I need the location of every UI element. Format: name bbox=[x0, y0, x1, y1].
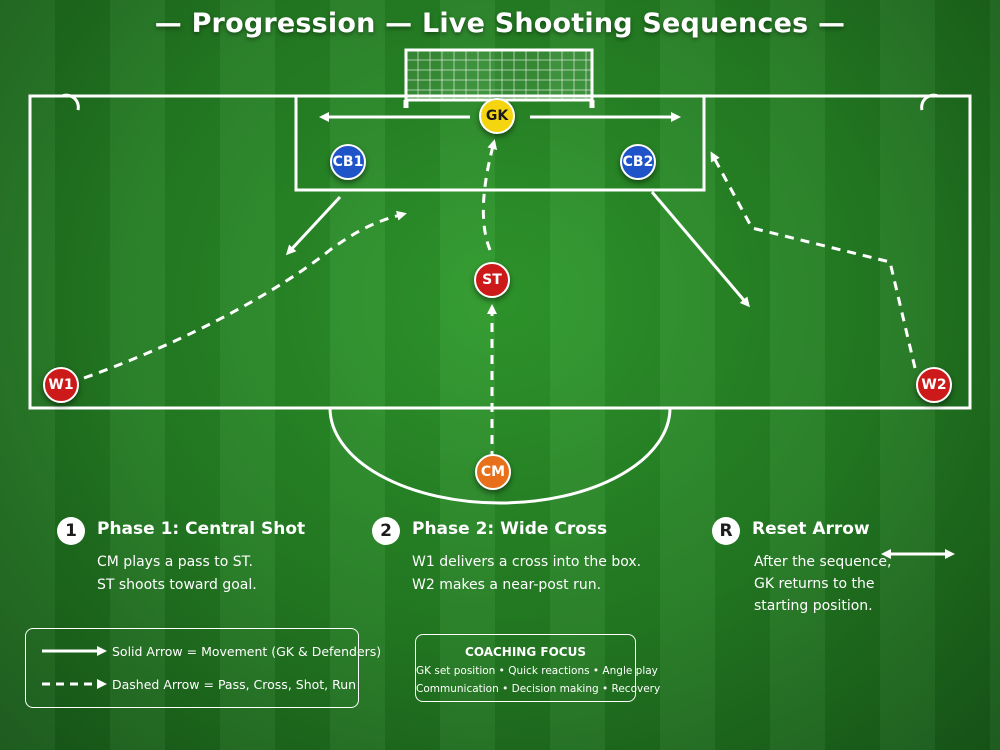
coaching-focus-box: COACHING FOCUS GK set position • Quick r… bbox=[415, 634, 661, 702]
phase-2-line-2: W2 makes a near-post run. bbox=[412, 577, 602, 593]
reset-line-3: starting position. bbox=[754, 598, 873, 614]
phase-2-number: 2 bbox=[372, 517, 400, 545]
dashed-arrows bbox=[83, 139, 917, 460]
page-title: — Progression — Live Shooting Sequences … bbox=[154, 8, 846, 39]
player-cm: CM bbox=[475, 454, 511, 490]
coaching-focus-line-2: Communication • Decision making • Recove… bbox=[416, 683, 661, 695]
goal bbox=[403, 48, 595, 108]
legend-solid: Solid Arrow = Movement (GK & Defenders) bbox=[112, 644, 382, 659]
player-gk: GK bbox=[479, 98, 515, 134]
reset-line-2: GK returns to the bbox=[754, 576, 875, 592]
reset-line-1: After the sequence, bbox=[754, 554, 892, 570]
phase-2-title: Phase 2: Wide Cross bbox=[412, 519, 608, 539]
reset-title: Reset Arrow bbox=[752, 519, 870, 539]
player-cb2: CB2 bbox=[620, 144, 656, 180]
solid-arrows bbox=[285, 112, 750, 308]
legend: Solid Arrow = Movement (GK & Defenders) … bbox=[25, 628, 381, 708]
field-lines bbox=[28, 93, 972, 505]
player-st: ST bbox=[474, 262, 510, 298]
phase-1-line-1: CM plays a pass to ST. bbox=[97, 554, 253, 570]
coaching-focus-line-1: GK set position • Quick reactions • Angl… bbox=[416, 665, 658, 677]
player-w1: W1 bbox=[43, 367, 79, 403]
phase-1-number: 1 bbox=[57, 517, 85, 545]
phase-2-line-1: W1 delivers a cross into the box. bbox=[412, 554, 642, 570]
player-w2: W2 bbox=[916, 367, 952, 403]
phase-1-title: Phase 1: Central Shot bbox=[97, 519, 306, 539]
legend-dashed: Dashed Arrow = Pass, Cross, Shot, Run bbox=[112, 677, 357, 692]
coaching-focus-title: COACHING FOCUS bbox=[465, 645, 586, 659]
player-cb1: CB1 bbox=[330, 144, 366, 180]
reset-number: R bbox=[712, 517, 740, 545]
phase-1-line-2: ST shoots toward goal. bbox=[97, 577, 257, 593]
